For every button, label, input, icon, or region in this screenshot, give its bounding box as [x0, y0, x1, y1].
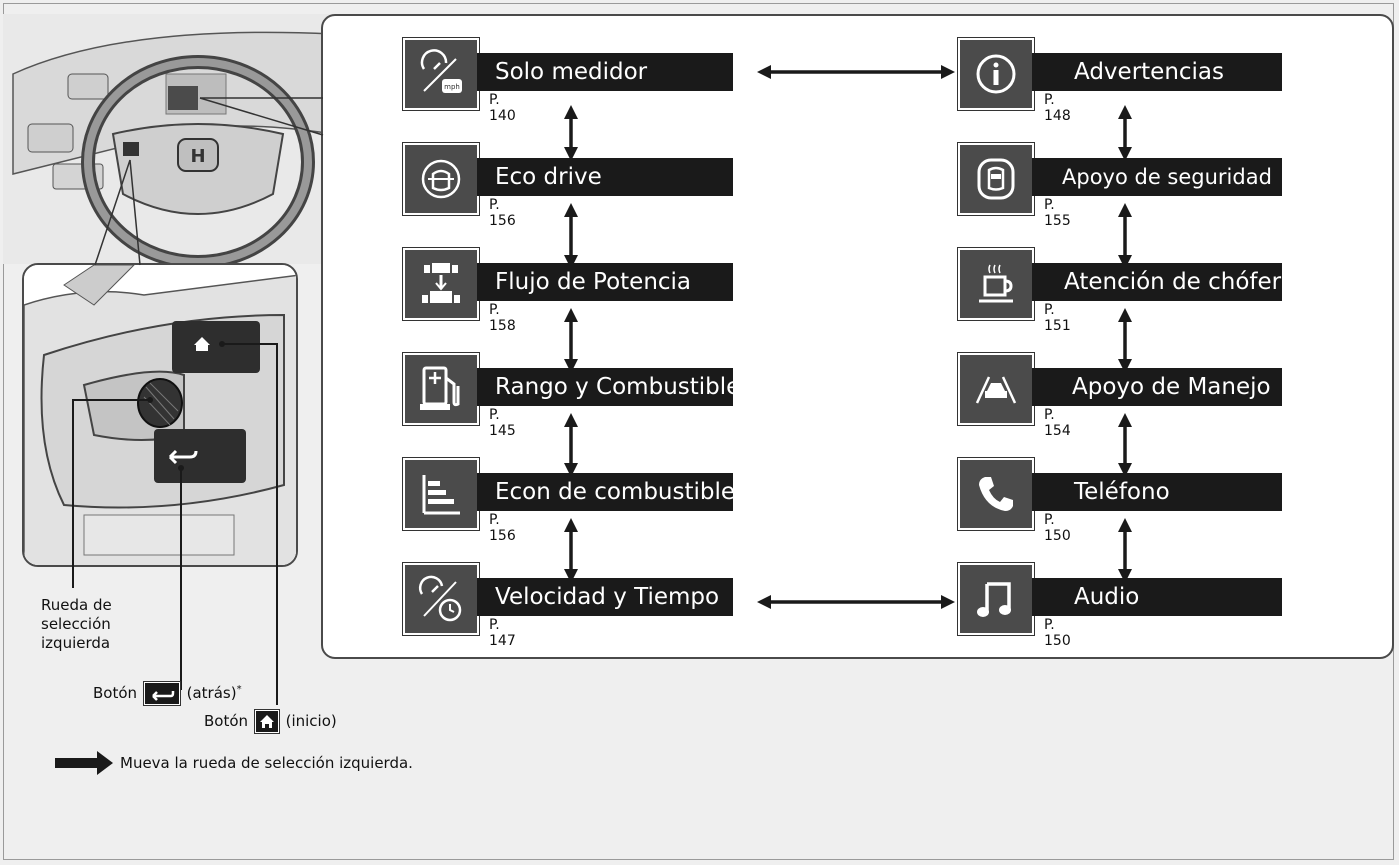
fuel-pump-icon	[403, 353, 479, 425]
home-callout-suffix: (inicio)	[285, 712, 337, 730]
page-reference: P. 156	[489, 197, 516, 229]
back-button-callout: Botón (atrás)*	[93, 680, 242, 705]
wheel-callout-line3: izquierda	[41, 634, 111, 652]
lane-car-icon	[958, 353, 1034, 425]
menu-label: Advertencias	[1032, 53, 1282, 91]
legend-text: Mueva la rueda de selección izquierda.	[120, 754, 413, 772]
back-arrow-icon	[143, 682, 180, 705]
menu-label: Flujo de Potencia	[477, 263, 733, 301]
svg-text:mph: mph	[444, 83, 460, 91]
speedometer-mph-icon: mph	[403, 38, 479, 110]
home-button-callout: Botón (inicio)	[204, 710, 337, 733]
menu-label: Atención de chófer	[1032, 263, 1282, 301]
page-reference: P. 154	[1044, 407, 1071, 439]
menu-label: Teléfono	[1032, 473, 1282, 511]
page-reference: P. 147	[489, 617, 516, 649]
footnote-mark: *	[236, 684, 242, 695]
page-reference: P. 150	[1044, 512, 1071, 544]
home-callout-prefix: Botón	[204, 712, 249, 730]
coffee-cup-icon	[958, 248, 1034, 320]
menu-panel	[321, 14, 1394, 659]
switch-closeup-inset	[22, 263, 298, 567]
music-note-icon	[958, 563, 1034, 635]
switch-closeup-illustration	[24, 265, 296, 565]
home-icon	[254, 710, 279, 733]
page-reference: P. 158	[489, 302, 516, 334]
wheel-callout-line1: Rueda de	[41, 596, 112, 614]
menu-label: Rango y Combustible	[477, 368, 733, 406]
back-callout-prefix: Botón	[93, 684, 138, 702]
safety-car-icon	[958, 143, 1034, 215]
back-callout-suffix: (atrás)	[186, 684, 237, 702]
wheel-callout-line2: selección	[41, 615, 111, 633]
menu-label: Solo medidor	[477, 53, 733, 91]
menu-label: Velocidad y Tiempo	[477, 578, 733, 616]
menu-label: Eco drive	[477, 158, 733, 196]
eco-drive-car-icon	[403, 143, 479, 215]
menu-label: Audio	[1032, 578, 1282, 616]
page-reference: P. 140	[489, 92, 516, 124]
svg-text:H: H	[190, 146, 205, 167]
steering-wheel-illustration: H	[3, 14, 333, 264]
wheel-callout-label: Rueda de selección izquierda	[41, 596, 112, 653]
power-flow-icon	[403, 248, 479, 320]
page-reference: P. 150	[1044, 617, 1071, 649]
menu-label: Econ de combustible	[477, 473, 733, 511]
page-reference: P. 151	[1044, 302, 1071, 334]
page-reference: P. 156	[489, 512, 516, 544]
speed-clock-icon	[403, 563, 479, 635]
info-icon	[958, 38, 1034, 110]
phone-icon	[958, 458, 1034, 530]
page-reference: P. 145	[489, 407, 516, 439]
page-reference: P. 155	[1044, 197, 1071, 229]
menu-label: Apoyo de Manejo	[1032, 368, 1282, 406]
bar-graph-icon	[403, 458, 479, 530]
menu-label: Apoyo de seguridad	[1032, 158, 1282, 196]
page-reference: P. 148	[1044, 92, 1071, 124]
